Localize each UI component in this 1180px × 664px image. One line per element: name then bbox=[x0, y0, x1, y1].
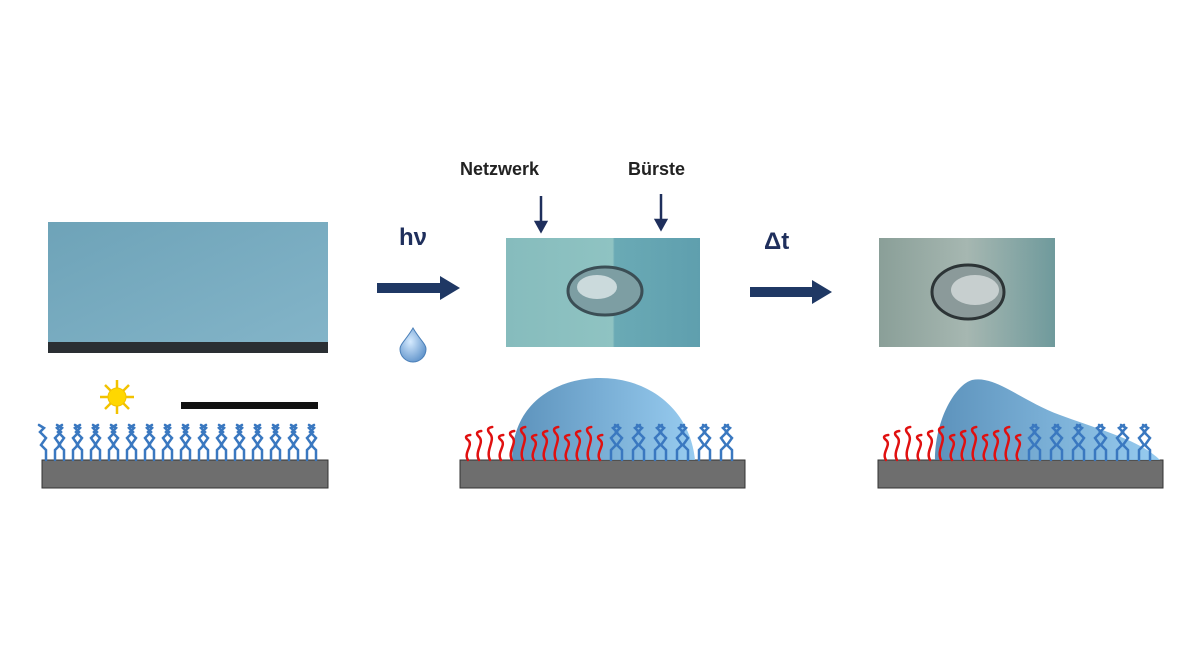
polymer-network-chain bbox=[475, 429, 483, 462]
polymer-brush-chain bbox=[723, 423, 734, 462]
polymer-brush-chain bbox=[233, 423, 244, 462]
polymer-brush-chain bbox=[307, 423, 318, 462]
polymer-brush-chain bbox=[1071, 423, 1082, 462]
polymer-brush-chain bbox=[305, 423, 316, 462]
polymer-brush-chain bbox=[53, 423, 64, 462]
polymer-brush-chain bbox=[181, 423, 192, 462]
polymer-network-chain bbox=[585, 425, 593, 462]
polymer-brush-chain bbox=[1027, 423, 1038, 462]
polymer-brush-chain bbox=[235, 423, 246, 462]
polymer-brush-chain bbox=[635, 423, 646, 462]
substrate-3 bbox=[877, 459, 1164, 489]
polymer-brush-chain bbox=[197, 423, 208, 462]
substrate-1 bbox=[41, 459, 329, 489]
photo-initial-surface bbox=[48, 222, 328, 353]
polymer-network-chain bbox=[530, 433, 538, 462]
polymer-brush-chain bbox=[1119, 423, 1130, 462]
polymer-brush-chain bbox=[1031, 423, 1042, 462]
polymer-brush-chain bbox=[613, 423, 624, 462]
polymer-brush-chain bbox=[675, 423, 686, 462]
polymer-network-chain bbox=[893, 429, 901, 462]
polymer-network-chain bbox=[992, 429, 1000, 462]
polymer-brush-chain bbox=[657, 423, 668, 462]
photo-droplet-boundary bbox=[506, 238, 700, 347]
polymer-network-chain bbox=[959, 429, 967, 462]
polymer-network-chain bbox=[497, 433, 505, 462]
polymer-brush-chain bbox=[145, 423, 156, 462]
arrow-down-brush bbox=[653, 194, 669, 232]
polymer-network-chain bbox=[915, 433, 923, 462]
polymer-brush-chain bbox=[125, 423, 136, 462]
polymer-brush-chain bbox=[697, 423, 708, 462]
polymer-brush-chain bbox=[199, 423, 210, 462]
polymer-network-chain bbox=[464, 433, 472, 462]
polymer-brush-chain bbox=[609, 423, 620, 462]
polymer-brush-chain bbox=[1141, 423, 1152, 462]
time-symbol: Δt bbox=[764, 228, 790, 255]
polymer-brush-chain bbox=[679, 423, 690, 462]
polymer-brush-chain bbox=[143, 423, 154, 462]
polymer-brush-chain bbox=[161, 423, 172, 462]
polymer-network-chain bbox=[563, 433, 571, 462]
substrate-2 bbox=[459, 459, 746, 489]
polymer-network-chain bbox=[904, 425, 912, 462]
polymer-network-chain bbox=[981, 433, 989, 462]
polymer-brush-chain bbox=[109, 423, 120, 462]
polymer-network-chain bbox=[926, 429, 934, 462]
photomask-bar bbox=[181, 402, 318, 409]
light-symbol: hν bbox=[399, 224, 428, 251]
polymer-brush-chain bbox=[91, 423, 102, 462]
polymer-brush-chain bbox=[107, 423, 118, 462]
brush-label: Bürste bbox=[628, 159, 686, 179]
polymer-brush-chain bbox=[719, 423, 730, 462]
polymer-brush-chain bbox=[127, 423, 138, 462]
polymer-network-chain bbox=[970, 425, 978, 462]
polymer-network-chain bbox=[1014, 433, 1022, 462]
polymer-brush-chain bbox=[1053, 423, 1064, 462]
polymer-network-chain bbox=[541, 429, 549, 462]
polymer-network-chain bbox=[937, 425, 945, 462]
polymer-brush-chain bbox=[1097, 423, 1108, 462]
polymer-brush-chain bbox=[269, 423, 280, 462]
polymer-network-chain bbox=[508, 429, 516, 462]
polymer-brush-chain bbox=[271, 423, 282, 462]
polymer-brush-chain bbox=[653, 423, 664, 462]
polymer-brush-chain bbox=[217, 423, 228, 462]
polymer-brush-chain bbox=[179, 423, 190, 462]
polymer-network-chain bbox=[486, 425, 494, 462]
polymer-network-chain bbox=[596, 433, 604, 462]
arrow-right-1 bbox=[377, 276, 460, 300]
arrow-down-network bbox=[533, 196, 549, 234]
polymer-brush-chain bbox=[1137, 423, 1148, 462]
polymer-brush-chain bbox=[253, 423, 264, 462]
polymer-network-chain bbox=[882, 433, 890, 462]
droplet-shape-2 bbox=[512, 378, 695, 460]
sun-icon bbox=[100, 380, 134, 414]
polymer-brush-chain bbox=[1075, 423, 1086, 462]
polymer-network-chain bbox=[574, 429, 582, 462]
polymer-brush-chain bbox=[1115, 423, 1126, 462]
water-drop-icon bbox=[399, 327, 427, 363]
polymer-brush-chain bbox=[287, 423, 298, 462]
network-label: Netzwerk bbox=[460, 159, 540, 179]
polymer-brush-chain bbox=[55, 423, 66, 462]
polymer-brush-chain bbox=[251, 423, 262, 462]
arrow-right-2 bbox=[750, 280, 832, 304]
polymer-brush-chain bbox=[163, 423, 174, 462]
polymer-brush-chain bbox=[1093, 423, 1104, 462]
polymer-brush-chain bbox=[89, 423, 100, 462]
polymer-network-chain bbox=[552, 425, 560, 462]
polymer-network-chain bbox=[948, 433, 956, 462]
polymer-network-chain bbox=[1003, 425, 1011, 462]
photo-droplet-spread bbox=[879, 238, 1055, 347]
polymer-brush-chain bbox=[73, 423, 84, 462]
polymer-brush-chain bbox=[631, 423, 642, 462]
polymer-network-chain bbox=[519, 425, 527, 462]
polymer-brush-chain bbox=[71, 423, 82, 462]
polymer-brush-chain bbox=[289, 423, 300, 462]
polymer-brush-chain bbox=[37, 423, 48, 462]
polymer-brush-chain bbox=[701, 423, 712, 462]
polymer-brush-chain bbox=[1049, 423, 1060, 462]
polymer-brush-chain bbox=[215, 423, 226, 462]
